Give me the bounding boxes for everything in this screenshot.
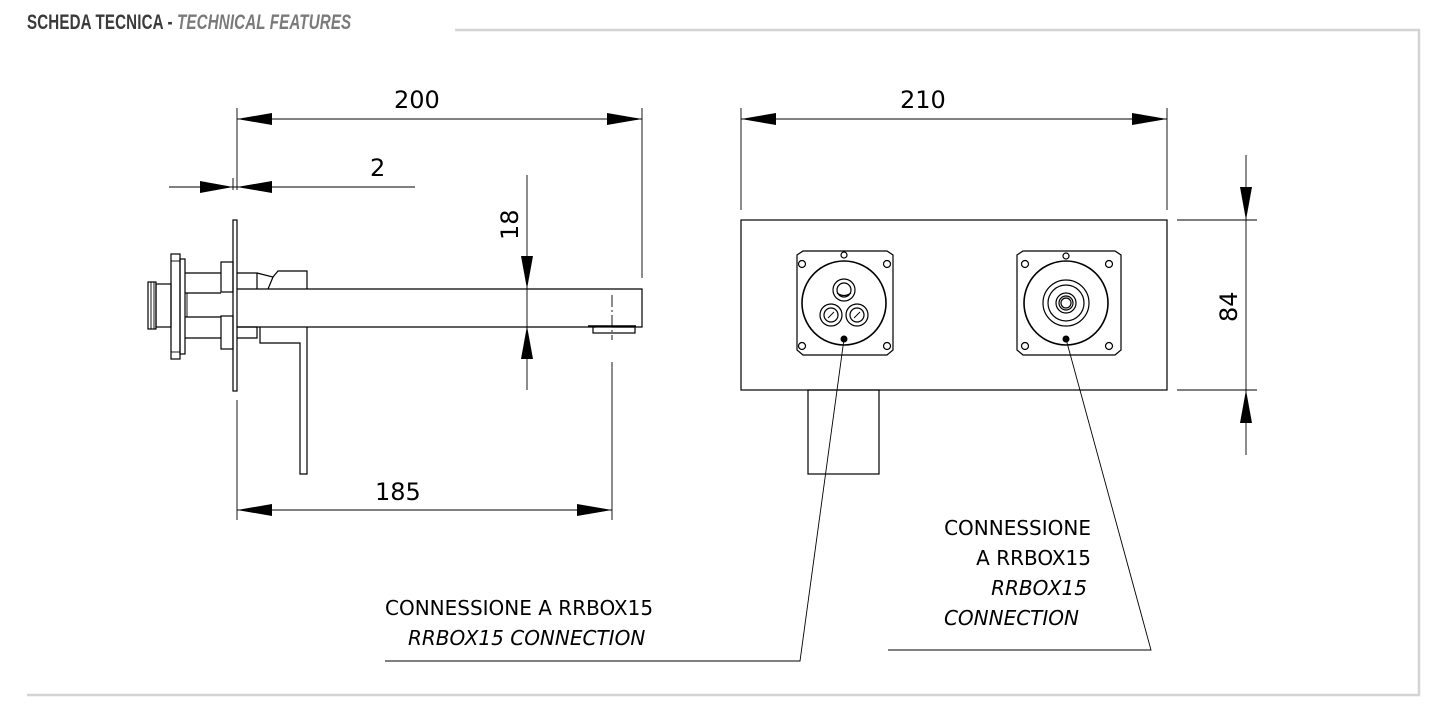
arrowhead [1132,113,1167,125]
note-mixer-it: CONNESSIONE A RRBOX15 [385,596,653,620]
flange [170,253,181,360]
aerator [592,326,636,334]
outlet-connection [1016,250,1122,356]
dimension-185: 185 [237,478,612,516]
arrowhead [200,181,233,193]
drawing-frame [27,28,1421,697]
front-view: 210 84 [385,86,1257,662]
note-outlet: CONNESSIONE A RRBOX15 RRBOX15 CONNECTION [944,516,1091,630]
dimension-label-2: 2 [370,154,385,182]
spout [237,288,643,328]
arrowhead [741,113,776,125]
title-italian: SCHEDA TECNICA [27,11,164,34]
note-outlet-it-2: A RRBOX15 [976,546,1091,570]
note-outlet-en-2: CONNECTION [944,606,1079,630]
arrowhead [237,113,272,125]
note-outlet-it-1: CONNESSIONE [944,516,1091,540]
box-protrusion [807,389,880,475]
connector-body [155,283,172,328]
arrowhead [237,181,272,193]
dimension-label-200: 200 [394,86,440,114]
arrowhead [1240,390,1252,423]
dimension-200: 200 [237,86,642,125]
note-mixer-en: RRBOX15 CONNECTION [408,626,645,650]
dimension-label-18: 18 [496,209,524,240]
leader-line-outlet [888,338,1152,651]
arrowhead [607,113,642,125]
arrowhead [521,326,533,359]
arrowhead [521,256,533,289]
faucet-side-profile [147,219,643,475]
dimension-label-210: 210 [900,86,946,114]
page-title: SCHEDA TECNICA - TECHNICAL FEATURES [27,10,351,36]
collar-upper [220,261,234,293]
leader-line-mixer [385,338,845,662]
note-outlet-en-1: RRBOX15 [991,576,1087,600]
title-english: TECHNICAL FEATURES [177,11,352,34]
collar-lower [220,315,234,350]
side-view: 200 2 18 185 [147,86,643,520]
dimension-84: 84 [1215,155,1252,455]
wall-plate [232,219,238,392]
lever-handle [259,327,308,475]
dimension-label-84: 84 [1215,291,1243,322]
mixer-connection [796,250,894,356]
handle-top [272,270,308,289]
built-in-box [740,219,1168,391]
note-mixer: CONNESSIONE A RRBOX15 RRBOX15 CONNECTION [385,596,653,650]
flange-inner [179,258,186,355]
dimension-210: 210 [741,86,1167,125]
dimension-label-185: 185 [375,478,421,506]
title-separator: - [167,11,173,34]
arrowhead [237,504,272,516]
dimension-18: 18 [496,175,533,390]
thread-ring [147,281,157,330]
dimension-2: 2 [169,154,415,193]
arrowhead [1240,187,1252,220]
arrowhead [577,504,612,516]
